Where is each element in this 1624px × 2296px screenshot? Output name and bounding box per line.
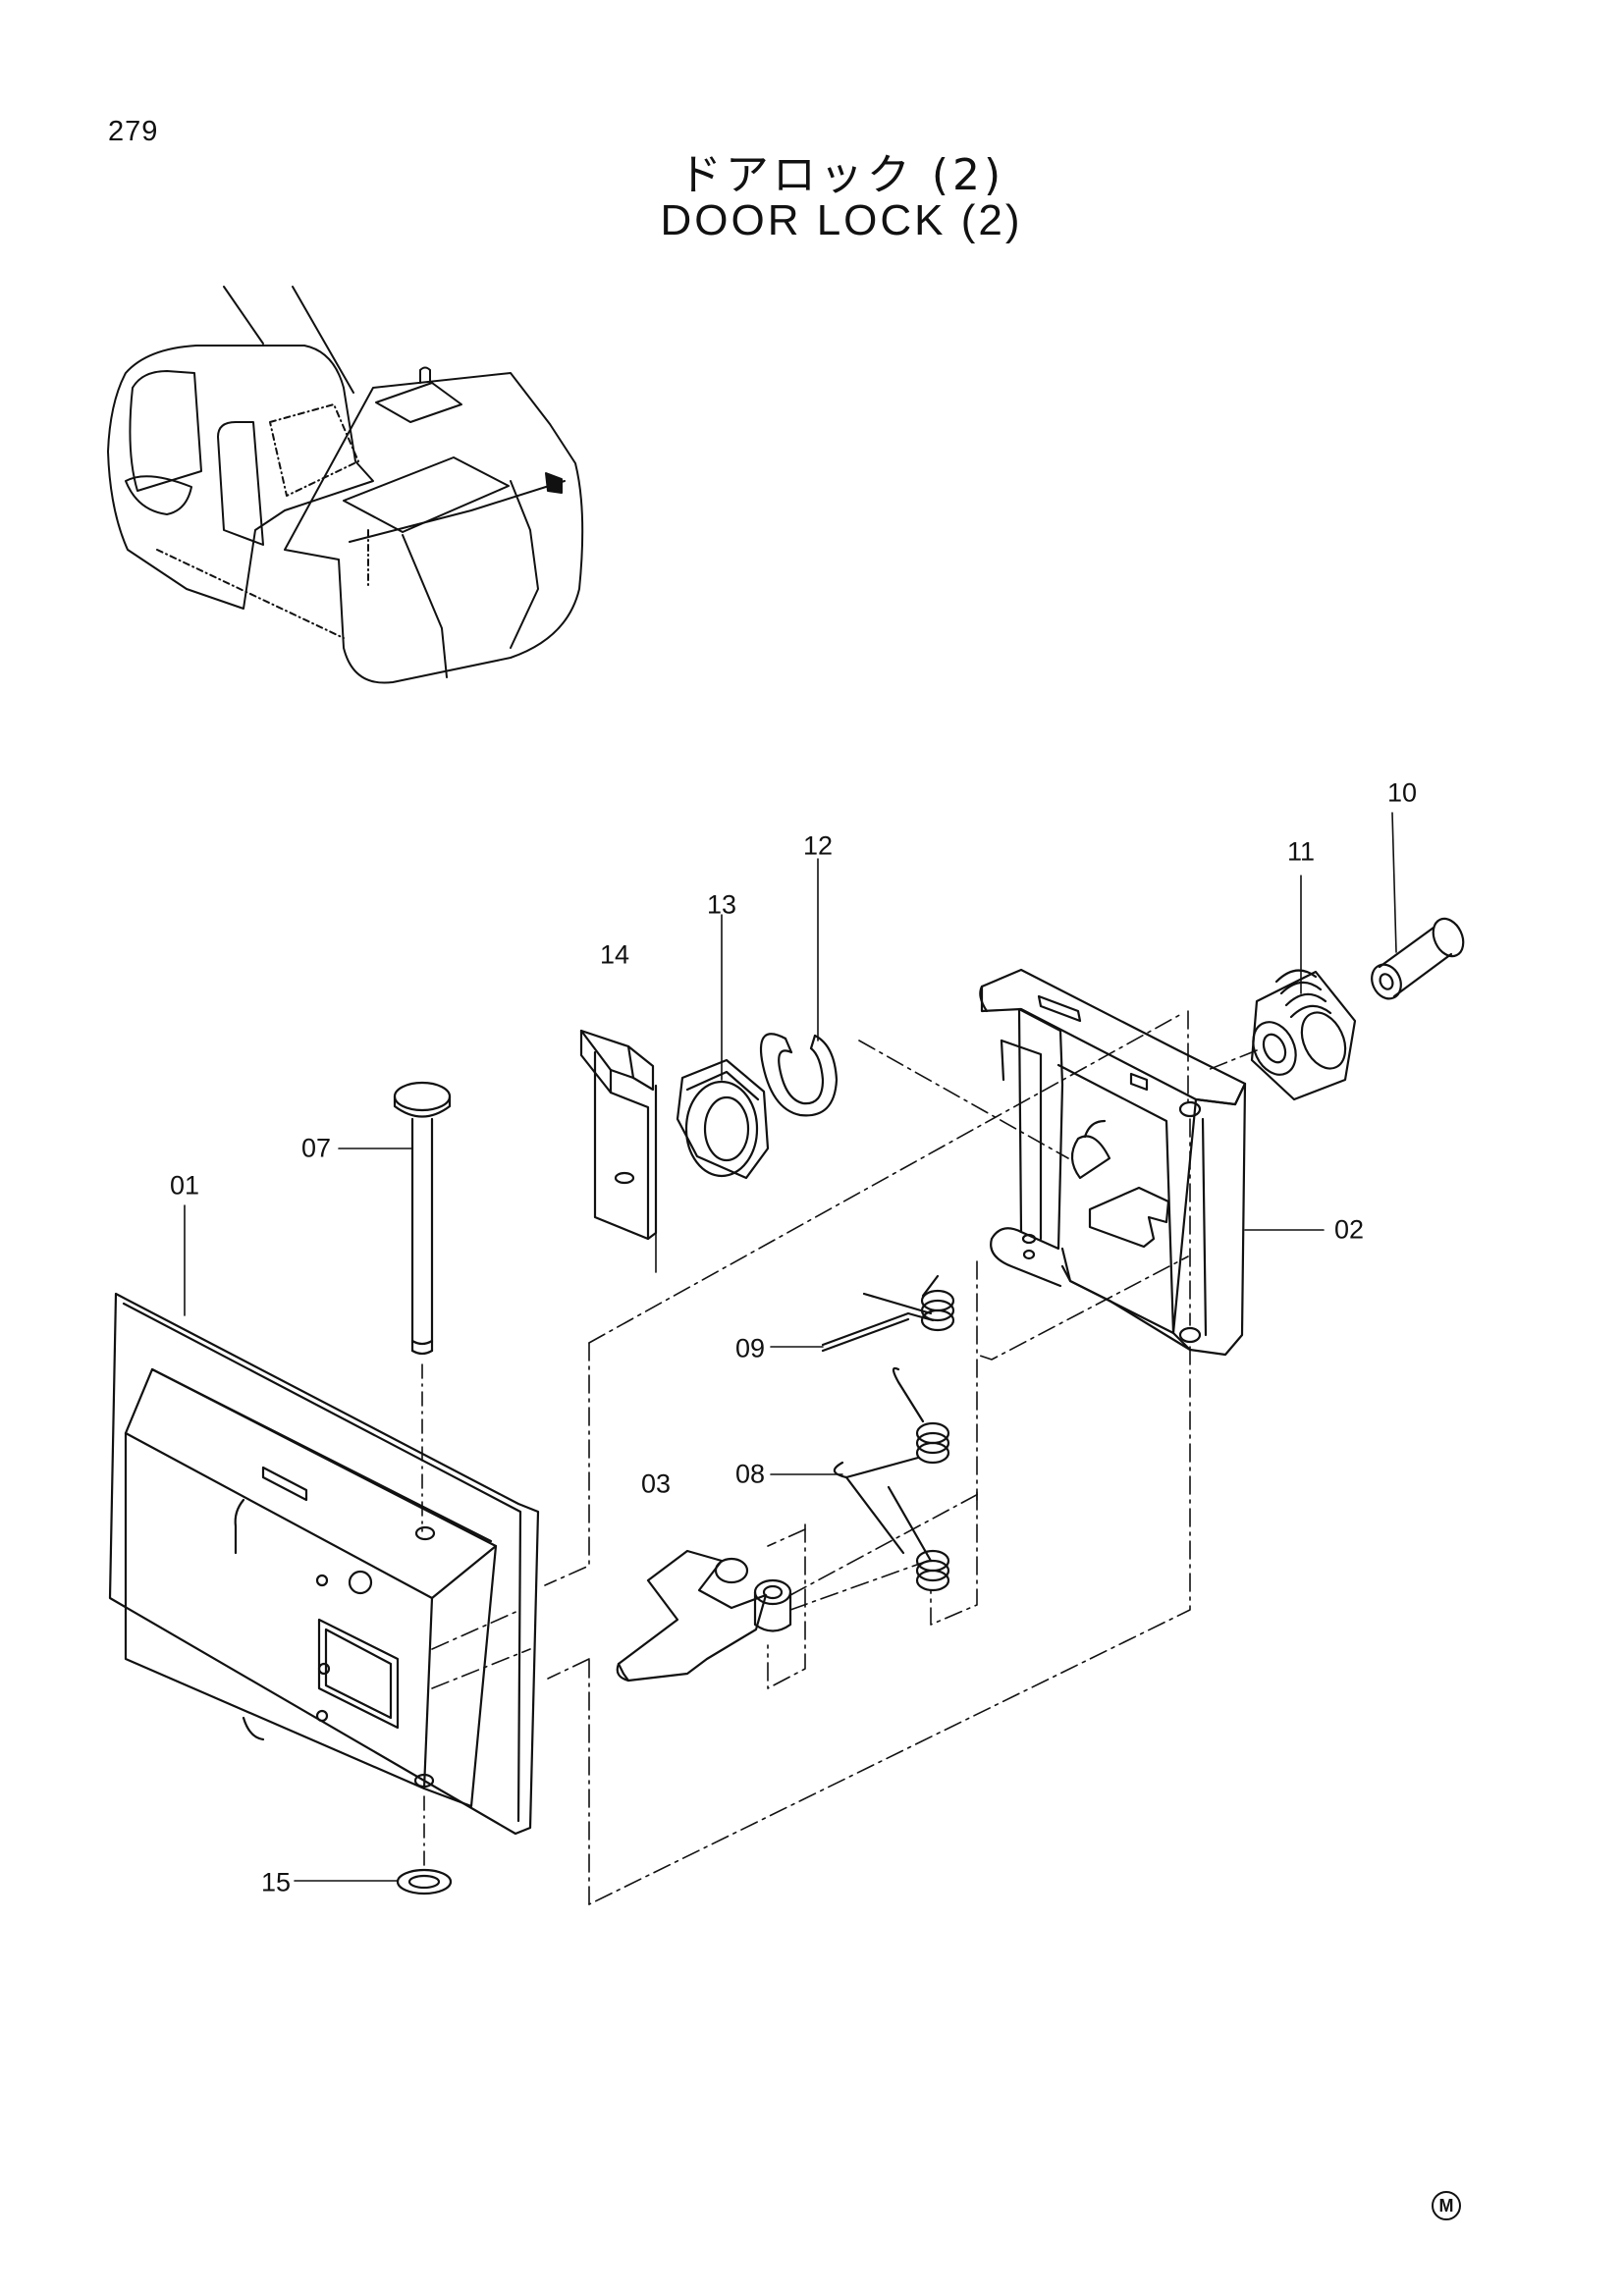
- part-02-bracket: [979, 968, 1247, 1357]
- callout-03: 03: [640, 1468, 672, 1499]
- part-15-snap-ring: [396, 1795, 453, 1896]
- manufacturer-mark: M: [1432, 2191, 1461, 2220]
- part-03-latch: [616, 1549, 792, 1682]
- part-13-hex-nut: [676, 1058, 770, 1180]
- part-09-spring: [821, 1274, 955, 1353]
- callout-11: 11: [1286, 836, 1316, 867]
- callout-07: 07: [300, 1133, 332, 1163]
- callout-09: 09: [734, 1333, 766, 1363]
- callout-01: 01: [169, 1170, 200, 1201]
- part-07-pin: [393, 1081, 452, 1532]
- callout-08: 08: [734, 1459, 766, 1489]
- part-01-lock-cover: [108, 1292, 540, 1836]
- callout-13: 13: [706, 889, 737, 920]
- page-number: 279: [108, 116, 159, 147]
- title-english: DOOR LOCK (2): [660, 196, 1023, 244]
- callout-10: 10: [1386, 777, 1418, 808]
- part-12-retaining-ring: [759, 1033, 839, 1117]
- part-11-threaded-bushing: [1250, 969, 1357, 1101]
- callout-14: 14: [599, 939, 630, 970]
- callout-02: 02: [1333, 1214, 1365, 1245]
- excavator-overview-illustration: [107, 286, 584, 684]
- assembly-lines: [431, 1010, 1258, 1905]
- part-14-plate: [579, 1029, 658, 1241]
- callout-12: 12: [802, 830, 834, 861]
- title-japanese: ドアロック (2): [677, 150, 1005, 200]
- callout-15: 15: [260, 1867, 292, 1897]
- part-08-spring: [833, 1366, 950, 1592]
- leader-lines: [184, 812, 1397, 1882]
- part-10-plunger-pin: [1371, 917, 1465, 1000]
